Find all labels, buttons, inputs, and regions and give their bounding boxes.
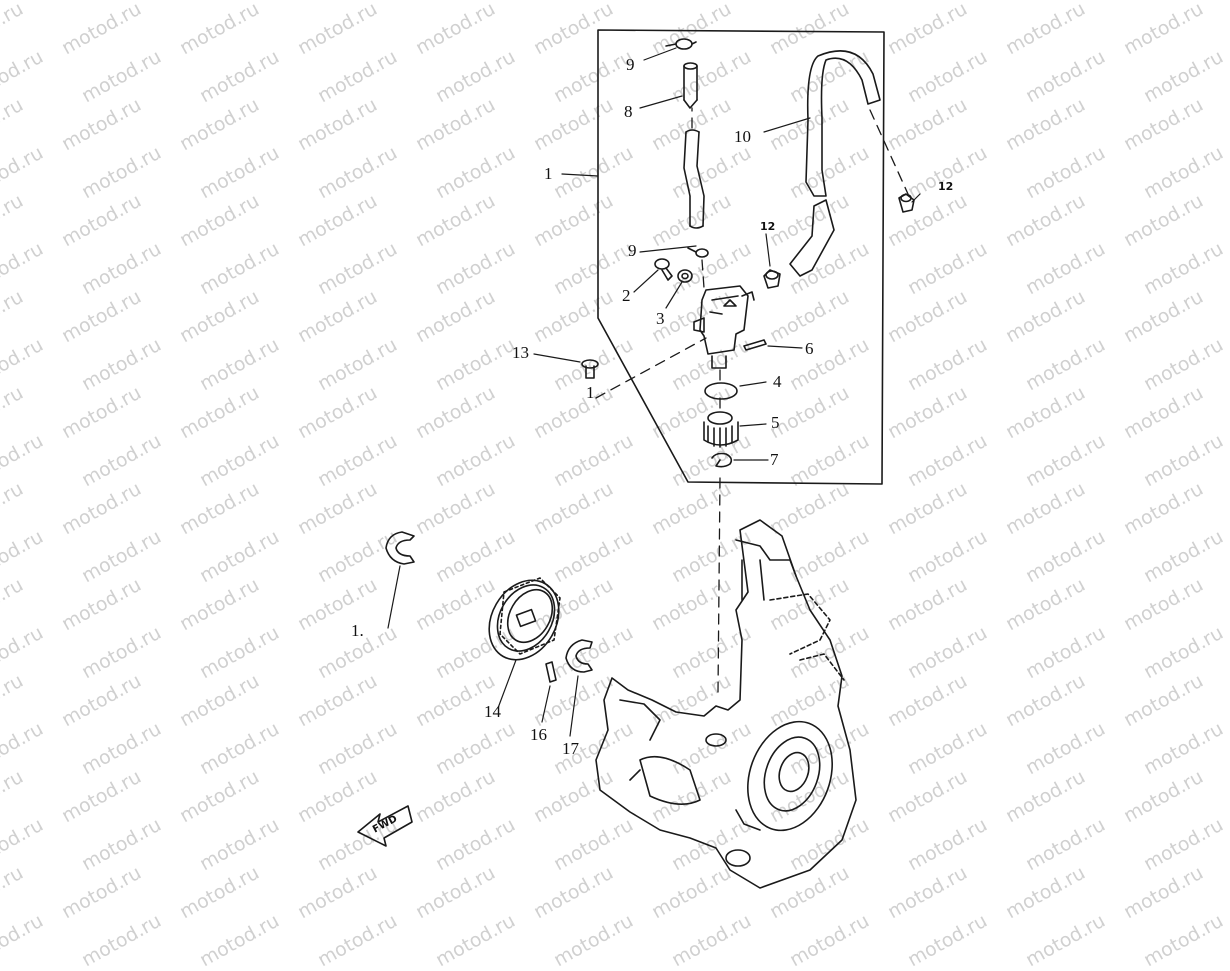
bolt-2 xyxy=(654,258,673,281)
callout-1-bottom: 1 xyxy=(586,383,595,402)
callout-16: 16 xyxy=(530,725,547,744)
hose-clamp-top xyxy=(665,38,697,50)
fwd-arrow xyxy=(357,805,413,847)
callout-3: 3 xyxy=(656,309,665,328)
circlip-17 xyxy=(565,639,593,673)
callout-12-mid: 12 xyxy=(760,220,776,233)
o-ring-4 xyxy=(704,382,738,400)
washer-3 xyxy=(677,269,693,283)
crankcase-cover xyxy=(595,519,857,889)
leader-lines xyxy=(387,47,921,737)
assembly-dash-lines xyxy=(595,107,909,693)
exploded-parts-diagram xyxy=(357,29,921,889)
pulley-14 xyxy=(488,577,561,661)
callout-7: 7 xyxy=(770,450,779,469)
callout-9-top: 9 xyxy=(626,55,635,74)
hose-clamp-lower xyxy=(687,247,709,258)
callout-15: 1. xyxy=(351,621,364,640)
water-hose xyxy=(789,50,881,277)
breather-hose xyxy=(683,62,705,229)
pin-16 xyxy=(545,661,557,683)
callout-2: 2 xyxy=(622,286,631,305)
water-pump-housing xyxy=(693,285,755,369)
callout-14: 14 xyxy=(484,702,501,721)
assembly-boundary-box xyxy=(597,29,885,485)
callout-5: 5 xyxy=(771,413,780,432)
callout-4: 4 xyxy=(773,372,782,391)
circlip-7 xyxy=(711,452,733,468)
callout-17: 17 xyxy=(562,739,579,758)
drive-gear-5 xyxy=(703,411,739,448)
callout-9-mid: 9 xyxy=(628,241,637,260)
callout-8: 8 xyxy=(624,102,633,121)
pin-6 xyxy=(743,339,767,351)
circlip-15 xyxy=(385,531,415,565)
hose-cap-mid xyxy=(763,269,781,289)
callout-13: 13 xyxy=(512,343,529,362)
callout-12-right: 12 xyxy=(938,180,954,193)
callout-6: 6 xyxy=(805,339,814,358)
callout-1-top: 1 xyxy=(544,164,553,183)
screw-13 xyxy=(581,359,599,379)
callout-10: 10 xyxy=(734,127,751,146)
hose-cap-right xyxy=(898,193,915,213)
